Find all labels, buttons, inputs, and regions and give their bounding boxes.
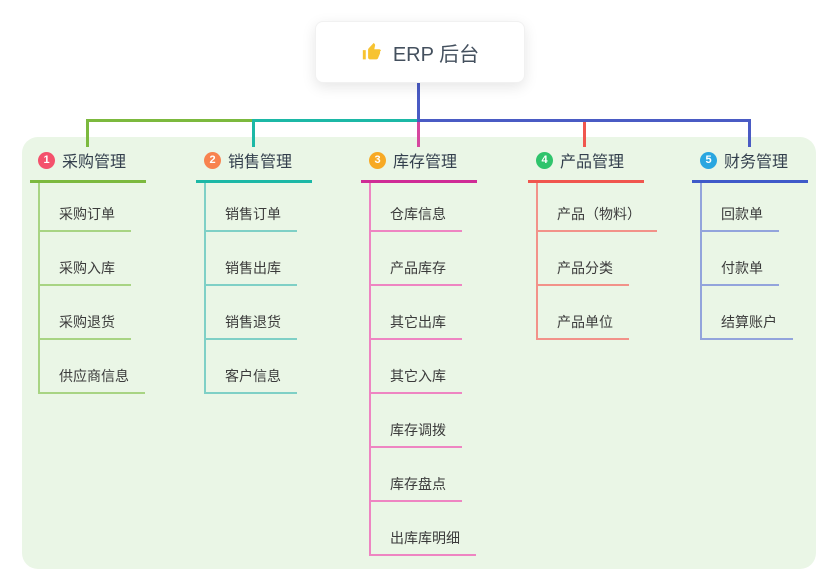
child-node[interactable]: 销售退货	[206, 286, 297, 340]
child-node[interactable]: 回款单	[702, 183, 779, 232]
branch-finance: 5 财务管理 回款单 付款单 结算账户	[692, 141, 808, 340]
branch-label: 库存管理	[393, 154, 458, 171]
branch-label: 财务管理	[724, 154, 789, 171]
trunk-segment-green	[86, 119, 255, 122]
branches-background-panel	[22, 137, 816, 569]
branch4-drop-line	[583, 122, 586, 147]
branch-product-node[interactable]: 4 产品管理	[528, 141, 644, 183]
branch-finance-node[interactable]: 5 财务管理	[692, 141, 808, 183]
root-connector-line	[417, 81, 420, 122]
branch-label: 产品管理	[560, 154, 625, 171]
trunk-segment-teal	[252, 119, 418, 122]
child-node[interactable]: 产品分类	[538, 232, 629, 286]
branch-purchase-node[interactable]: 1 采购管理	[30, 141, 146, 183]
child-node[interactable]: 采购入库	[40, 232, 131, 286]
child-node[interactable]: 仓库信息	[371, 183, 462, 232]
branch-inventory-node[interactable]: 3 库存管理	[361, 141, 477, 183]
child-node[interactable]: 结算账户	[702, 286, 793, 340]
branch-purchase: 1 采购管理 采购订单 采购入库 采购退货 供应商信息	[30, 141, 146, 394]
child-node[interactable]: 销售订单	[206, 183, 297, 232]
branch-product-children: 产品（物料） 产品分类 产品单位	[536, 183, 657, 340]
child-node[interactable]: 客户信息	[206, 340, 297, 394]
thumbs-up-icon	[361, 41, 383, 63]
branch-index-badge: 4	[536, 151, 553, 169]
branch1-drop-line	[86, 119, 89, 147]
branch5-drop-line	[748, 119, 751, 147]
branch-product: 4 产品管理 产品（物料） 产品分类 产品单位	[528, 141, 657, 340]
root-node[interactable]: ERP 后台	[315, 21, 525, 83]
branch-index-badge: 5	[700, 151, 717, 169]
branch-sales: 2 销售管理 销售订单 销售出库 销售退货 客户信息	[196, 141, 312, 394]
branch3-drop-line	[417, 122, 420, 147]
child-node[interactable]: 销售出库	[206, 232, 297, 286]
branch-sales-children: 销售订单 销售出库 销售退货 客户信息	[204, 183, 297, 394]
branch-index-badge: 2	[204, 151, 221, 169]
branch-purchase-children: 采购订单 采购入库 采购退货 供应商信息	[38, 183, 145, 394]
branch-label: 采购管理	[62, 154, 127, 171]
child-node[interactable]: 库存调拨	[371, 394, 462, 448]
branch-sales-node[interactable]: 2 销售管理	[196, 141, 312, 183]
trunk-segment-blue	[417, 119, 751, 122]
branch-finance-children: 回款单 付款单 结算账户	[700, 183, 793, 340]
child-node[interactable]: 付款单	[702, 232, 779, 286]
child-node[interactable]: 产品（物料）	[538, 183, 657, 232]
branch-label: 销售管理	[228, 154, 293, 171]
child-node[interactable]: 库存盘点	[371, 448, 462, 502]
child-node[interactable]: 采购退货	[40, 286, 131, 340]
branch-index-badge: 1	[38, 151, 55, 169]
branch2-drop-line	[252, 119, 255, 147]
child-node[interactable]: 其它入库	[371, 340, 462, 394]
branch-inventory-children: 仓库信息 产品库存 其它出库 其它入库 库存调拨 库存盘点 出库库明细	[369, 183, 476, 556]
child-node[interactable]: 产品库存	[371, 232, 462, 286]
branch-inventory: 3 库存管理 仓库信息 产品库存 其它出库 其它入库 库存调拨 库存盘点 出库库…	[361, 141, 477, 556]
child-node[interactable]: 采购订单	[40, 183, 131, 232]
child-node[interactable]: 其它出库	[371, 286, 462, 340]
root-node-label: ERP 后台	[392, 43, 480, 66]
child-node[interactable]: 产品单位	[538, 286, 629, 340]
branch-index-badge: 3	[369, 151, 386, 169]
child-node[interactable]: 供应商信息	[40, 340, 145, 394]
child-node[interactable]: 出库库明细	[371, 502, 476, 556]
